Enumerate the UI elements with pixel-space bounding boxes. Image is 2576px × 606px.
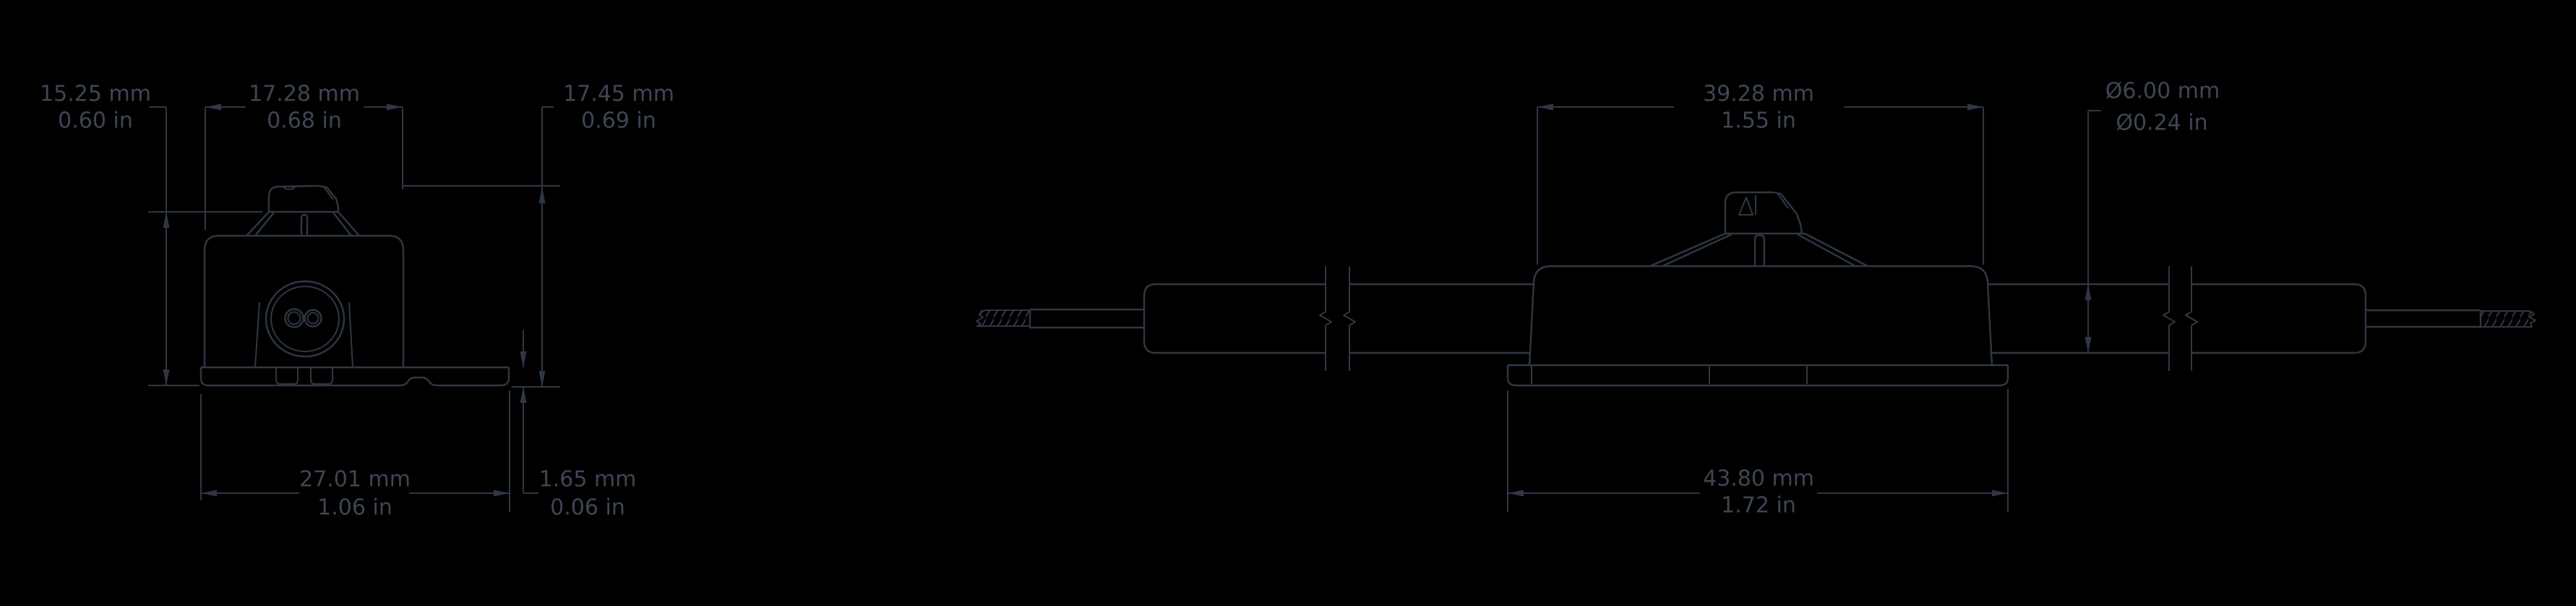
side-cable-left: [1029, 308, 1144, 329]
dim-label-in: 1.06 in: [317, 495, 392, 521]
side-dome-facet-line: [1777, 192, 1789, 209]
side-jacket-right-cap: [2191, 283, 2367, 354]
side-break-lines-right: [2163, 266, 2198, 371]
dim-front-base-width: 27.01 mm 1.06 in: [200, 391, 510, 521]
side-dome-skirt: [1649, 232, 1868, 268]
side-braid-left-hatch: [979, 310, 1030, 326]
dim-side-cable-diameter: Ø6.00 mm Ø0.24 in: [2085, 79, 2220, 353]
side-jacket-right: [1988, 283, 2169, 354]
front-dome-skirt: [246, 211, 360, 236]
side-center-slot: [1753, 234, 1766, 266]
dim-label-in: 0.68 in: [267, 108, 342, 134]
front-hole-right-inner: [306, 312, 319, 325]
side-body: [1528, 265, 1993, 366]
front-base-outline: [199, 367, 510, 387]
front-body: [203, 234, 405, 367]
dim-front-base-thickness: 1.65 mm 0.06 in: [520, 330, 637, 521]
side-device-outline: [976, 191, 2536, 387]
front-pedestal-lines: [254, 302, 353, 368]
dim-label-in: 0.69 in: [581, 108, 656, 134]
front-center-slot: [300, 213, 309, 236]
side-view: 39.28 mm 1.55 in Ø6.00 mm Ø0.24 in 43.80…: [976, 79, 2536, 518]
side-base-seams: [1531, 365, 1808, 384]
dim-label-in: 1.72 in: [1721, 493, 1796, 518]
front-dome-notch: [282, 186, 296, 190]
dim-arrows: [520, 351, 527, 403]
front-device-outline: [199, 184, 510, 387]
front-oval-recess-outer: [265, 280, 345, 358]
front-hole-left-outer: [284, 308, 304, 328]
dim-label-mm: Ø6.00 mm: [2105, 79, 2220, 104]
front-dome-cap: [267, 184, 340, 212]
side-cable-right: [2366, 309, 2482, 328]
dim-label-in: 1.55 in: [1721, 108, 1796, 134]
dim-front-height-to-shoulder: 15.25 mm 0.60 in: [40, 82, 262, 386]
side-dome-triangle-mark: [1738, 195, 1756, 215]
front-view: 15.25 mm 0.60 in 17.28 mm 0.68 in 17.45 …: [40, 82, 674, 521]
front-hole-left-inner: [287, 311, 301, 325]
dim-label-mm: 39.28 mm: [1703, 82, 1814, 107]
side-braid-left-outline: [976, 310, 1030, 327]
dim-label-mm: 15.25 mm: [40, 82, 151, 107]
side-base-outline: [1506, 365, 2009, 387]
dim-front-body-width: 17.28 mm 0.68 in: [205, 82, 403, 230]
dim-front-overall-height: 17.45 mm 0.69 in: [403, 82, 674, 388]
dim-label-mm: 27.01 mm: [299, 467, 411, 492]
side-braid-right-outline: [2481, 310, 2536, 328]
side-break-lines-left: [1319, 266, 1356, 371]
dim-label-in: Ø0.24 in: [2116, 111, 2207, 136]
dim-side-body-length: 39.28 mm 1.55 in: [1537, 82, 1984, 265]
dim-label-mm: 43.80 mm: [1703, 466, 1814, 492]
dim-label-in: 0.06 in: [550, 495, 625, 521]
side-jacket-left-cap: [1143, 283, 1326, 354]
side-braid-right-hatch: [2481, 311, 2532, 327]
front-oval-recess-inner: [270, 286, 340, 352]
front-dome-facet-line: [323, 186, 334, 200]
dim-label-mm: 1.65 mm: [539, 467, 637, 492]
dim-label-in: 0.60 in: [58, 108, 133, 134]
dim-label-mm: 17.45 mm: [563, 82, 674, 107]
front-feet-tabs: [275, 367, 333, 385]
dim-arrows: [2085, 284, 2092, 353]
dim-side-base-length: 43.80 mm 1.72 in: [1507, 389, 2009, 518]
front-hole-right-outer: [304, 309, 322, 328]
dim-label-mm: 17.28 mm: [249, 82, 360, 107]
side-dome-cap: [1724, 191, 1803, 234]
side-jacket-mid: [1349, 283, 1534, 354]
